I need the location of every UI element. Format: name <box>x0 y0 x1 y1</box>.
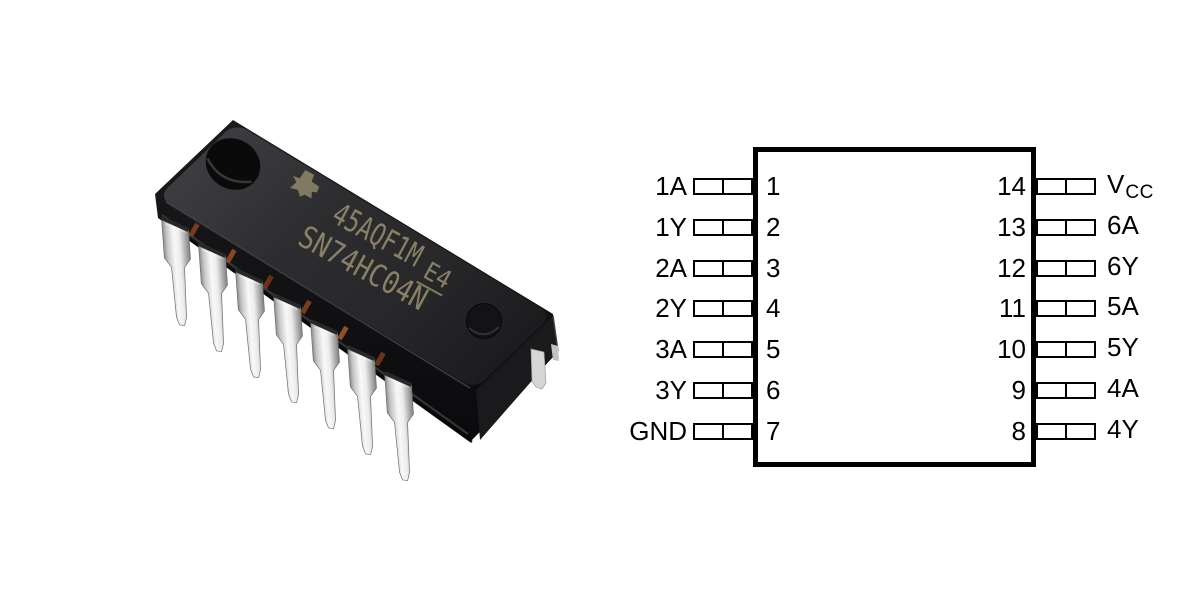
pin-row-left-7: GND 7 <box>600 417 820 445</box>
pin-symbol <box>1036 299 1096 317</box>
pin-symbol <box>1036 259 1096 277</box>
pin-row-left-3: 2A 3 <box>600 254 820 282</box>
pin-label-main: 4Y <box>1107 414 1139 444</box>
pin-row-right-10: 10 5Y <box>992 333 1200 365</box>
pin-label: 3A <box>655 334 687 364</box>
pin-label: 6A <box>1107 211 1140 243</box>
pin-row-right-8: 8 4Y <box>992 415 1200 447</box>
ic-back-pin <box>530 348 547 390</box>
pin-label: 5Y <box>1107 333 1140 365</box>
pin-label: 1A <box>655 171 687 201</box>
pin-label: 4Y <box>1107 415 1140 447</box>
pin-number: 12 <box>997 253 1026 283</box>
pin-row-right-14: 14 VCC <box>992 169 1200 203</box>
pin-row-left-4: 2Y 4 <box>600 294 820 322</box>
pin-symbol <box>693 259 753 277</box>
pin-label: 1Y <box>655 212 687 242</box>
pin-label: GND <box>629 416 687 446</box>
pin-number: 2 <box>766 212 781 242</box>
pin-symbol <box>1036 218 1096 236</box>
pin-row-right-11: 11 5A <box>992 292 1200 324</box>
pin-row-right-13: 13 6A <box>992 211 1200 243</box>
pin-symbol <box>693 218 753 236</box>
pin-row-left-2: 1Y 2 <box>600 213 820 241</box>
ic-package-end-face <box>476 316 558 440</box>
pin-label: 4A <box>1107 374 1140 406</box>
pin-symbol <box>1036 177 1096 195</box>
pin-row-right-12: 12 6Y <box>992 252 1200 284</box>
pin-label: 3Y <box>655 375 687 405</box>
pin-row-left-1: 1A 1 <box>600 172 820 200</box>
pin-label-subscript: CC <box>1125 182 1154 203</box>
pin-gap-glints <box>188 222 386 367</box>
pin-label: VCC <box>1107 169 1154 203</box>
pin-label: 2Y <box>655 293 687 323</box>
pin-label: 2A <box>655 253 687 283</box>
pin-number: 11 <box>999 293 1026 323</box>
pin-label-main: 6A <box>1107 210 1139 240</box>
pin-label-main: 6Y <box>1107 251 1139 281</box>
pin-number: 1 <box>766 171 781 201</box>
texas-instruments-logo <box>289 170 320 199</box>
pin-number: 8 <box>1011 416 1026 446</box>
pin-symbol <box>1036 381 1096 399</box>
pin-label-main: 4A <box>1107 373 1139 403</box>
pin-label-main: V <box>1107 169 1125 199</box>
pin-symbol <box>1036 422 1096 440</box>
pin-number: 5 <box>766 334 781 364</box>
ic-notch <box>205 138 261 190</box>
pin-number: 13 <box>997 212 1026 242</box>
ic-back-pin-sliver <box>551 344 559 361</box>
pin-number: 3 <box>766 253 781 283</box>
pin-row-left-5: 3A 5 <box>600 335 820 363</box>
pin-symbol <box>693 177 753 195</box>
pin-symbol <box>1036 340 1096 358</box>
pin-symbol <box>693 299 753 317</box>
ic-dimple <box>466 303 502 339</box>
pin-label: 6Y <box>1107 252 1140 284</box>
pin-row-right-9: 9 4A <box>992 374 1200 406</box>
pin-number: 7 <box>766 416 781 446</box>
pin-symbol <box>693 381 753 399</box>
ic-top-face <box>163 127 547 385</box>
pin-label-main: 5A <box>1107 291 1139 321</box>
ic-body-outline <box>753 147 1036 467</box>
pin-symbol <box>693 422 753 440</box>
pin-number: 9 <box>1011 375 1026 405</box>
pin-number: 10 <box>997 334 1026 364</box>
pin-number: 14 <box>997 171 1026 201</box>
pin-label: 5A <box>1107 292 1140 324</box>
pin-number: 4 <box>766 293 781 323</box>
pin-number: 6 <box>766 375 781 405</box>
pin-label-main: 5Y <box>1107 332 1139 362</box>
pin-symbol <box>693 340 753 358</box>
pin-row-left-6: 3Y 6 <box>600 376 820 404</box>
ic-photo: 45AQF1M E4 SN74HC04N <box>155 120 559 484</box>
